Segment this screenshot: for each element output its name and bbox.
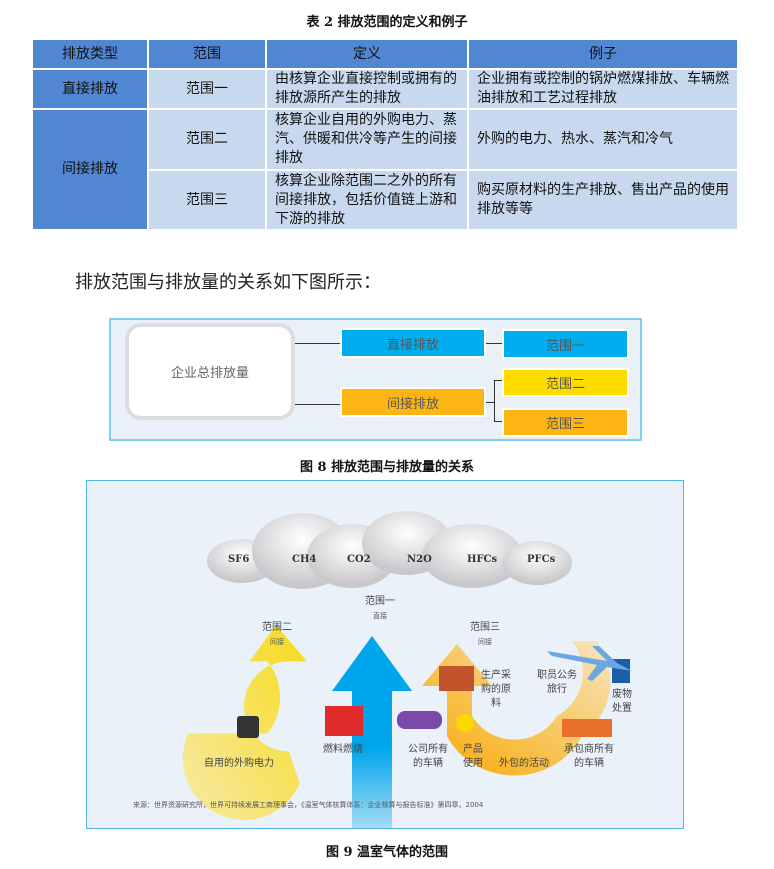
gas-label: PFCs <box>527 554 556 565</box>
indirect-node: 间接排放 <box>340 387 486 417</box>
truck-icon <box>562 719 612 737</box>
cell-example: 企业拥有或控制的锅炉燃煤排放、车辆燃油排放和工艺过程排放 <box>467 68 739 110</box>
cell-scope: 范围二 <box>147 108 267 171</box>
contractor-vehicles-label: 承包商所有的车辆 <box>564 744 614 769</box>
fuel-label: 燃料燃烧 <box>323 744 363 755</box>
factory-icon <box>325 706 363 736</box>
scope2-node: 范围二 <box>502 368 629 397</box>
figure-8-caption: 图 8 排放范围与排放量的关系 <box>299 460 475 475</box>
cloud-icon <box>207 511 572 589</box>
scope1-label: 范围一直接 <box>365 596 395 620</box>
outsourced-label: 外包的活动 <box>499 758 549 769</box>
root-node: 企业总排放量 <box>125 323 295 420</box>
bricks-icon <box>439 666 474 691</box>
plug-icon <box>237 716 259 738</box>
cell-example: 购买原材料的生产排放、售出产品的使用排放等等 <box>467 169 739 231</box>
table-caption: 表 2 排放范围的定义和例子 <box>306 15 468 30</box>
power-label: 自用的外购电力 <box>204 758 274 769</box>
header-definition: 定义 <box>265 38 469 70</box>
gas-label: CH4 <box>292 554 317 565</box>
gas-label: CO2 <box>347 554 371 565</box>
car-icon <box>397 711 442 729</box>
gas-label: SF6 <box>228 554 250 565</box>
scope-illustration <box>182 511 632 828</box>
cell-scope: 范围三 <box>147 169 267 231</box>
plane-icon <box>547 646 632 681</box>
body-paragraph: 排放范围与排放量的关系如下图所示： <box>75 272 381 293</box>
bulb-icon <box>456 714 474 732</box>
figure-8-diagram: 企业总排放量 直接排放 间接排放 范围一 范围二 范围三 <box>109 318 642 441</box>
product-use-label: 产品使用 <box>463 744 483 769</box>
company-vehicles-label: 公司所有的车辆 <box>408 744 448 769</box>
cell-definition: 由核算企业直接控制或拥有的排放源所产生的排放 <box>265 68 469 110</box>
scope1-arrow <box>332 636 412 828</box>
scope2-label: 范围二间接 <box>262 622 292 646</box>
cell-scope: 范围一 <box>147 68 267 110</box>
cell-definition: 核算企业自用的外购电力、蒸汽、供暖和供冷等产生的间接排放 <box>265 108 469 171</box>
header-example: 例子 <box>467 38 739 70</box>
scope1-node: 范围一 <box>502 329 629 359</box>
scope2-arrow <box>182 625 307 820</box>
cell-definition: 核算企业除范围二之外的所有间接排放，包括价值链上游和下游的排放 <box>265 169 469 231</box>
cell-example: 外购的电力、热水、蒸汽和冷气 <box>467 108 739 171</box>
gas-label: N2O <box>407 554 432 565</box>
header-type: 排放类型 <box>31 38 149 70</box>
waste-label: 废物处置 <box>612 689 632 714</box>
figure-9-caption: 图 9 温室气体的范围 <box>325 845 449 860</box>
scope-table: 排放类型 范围 定义 例子 直接排放 范围一 由核算企业直接控制或拥有的排放源所… <box>31 38 739 231</box>
cell-type: 间接排放 <box>31 108 149 231</box>
scope3-node: 范围三 <box>502 408 629 437</box>
scope3-label: 范围三间接 <box>470 622 500 646</box>
figure-9-diagram: SF6 CH4 CO2 N2O HFCs PFCs 范围一直接 范围二间接 范围… <box>86 480 684 829</box>
cell-type: 直接排放 <box>31 68 149 110</box>
source-note: 来源：世界资源研究所，世界可持续发展工商理事会，《温室气体核算体系：企业核算与报… <box>133 801 484 809</box>
materials-label: 生产采购的原料 <box>481 670 511 709</box>
header-scope: 范围 <box>147 38 267 70</box>
direct-node: 直接排放 <box>340 328 486 358</box>
travel-label: 职员公务旅行 <box>537 670 577 695</box>
gas-label: HFCs <box>467 554 498 565</box>
